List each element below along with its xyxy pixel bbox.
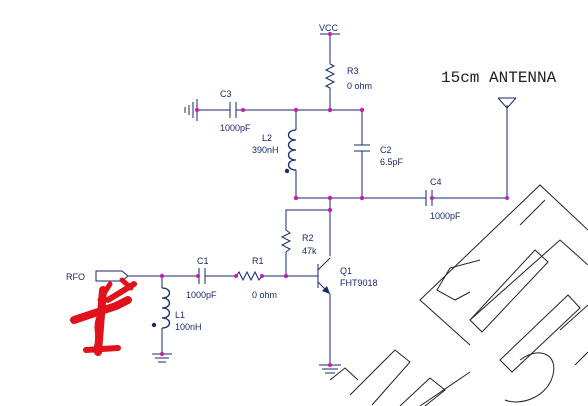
r3-value: 0 ohm (347, 81, 372, 91)
rfo-label: RFO (66, 272, 85, 282)
r1-ref: R1 (252, 256, 264, 266)
c4-ref: C4 (430, 177, 442, 187)
wire-r2-top (285, 209, 330, 230)
confidential-watermark (329, 184, 588, 406)
junction-dots (159, 32, 509, 367)
c2-value: 6.5pF (380, 157, 404, 167)
red-annotation-marks (70, 277, 137, 356)
resistor-r2 (280, 229, 292, 253)
capacitor-c3 (228, 102, 243, 118)
rfo-port (95, 270, 129, 282)
l1-dot (151, 322, 157, 328)
r3-ref: R3 (347, 66, 359, 76)
l2-ref: L2 (262, 133, 272, 143)
c3-value: 1000pF (220, 123, 251, 133)
c2-ref: C2 (380, 145, 392, 155)
resistor-r1 (235, 270, 263, 282)
q1-value: FHT9018 (340, 278, 378, 288)
ground-c3-symbol (184, 99, 228, 121)
r2-ref: R2 (302, 233, 314, 243)
c1-ref: C1 (197, 256, 209, 266)
c1-value: 1000pF (186, 290, 217, 300)
q1-ref: Q1 (340, 266, 352, 276)
transistor-q1 (286, 257, 331, 295)
capacitor-c2 (354, 144, 370, 152)
c3-ref: C3 (220, 89, 232, 99)
l1-value: 100nH (175, 322, 202, 332)
l2-dot (284, 168, 290, 174)
vcc-label: VCC (319, 23, 339, 33)
inductor-l2 (287, 129, 297, 171)
inductor-l1 (161, 287, 171, 329)
l1-ref: L1 (175, 310, 185, 320)
l2-value: 390nH (252, 145, 279, 155)
resistor-r3 (324, 63, 336, 89)
r1-value: 0 ohm (252, 290, 277, 300)
c4-value: 1000pF (430, 211, 461, 221)
r2-value: 47k (302, 246, 317, 256)
antenna-label: 15cm ANTENNA (441, 69, 557, 87)
antenna-icon (497, 97, 517, 109)
